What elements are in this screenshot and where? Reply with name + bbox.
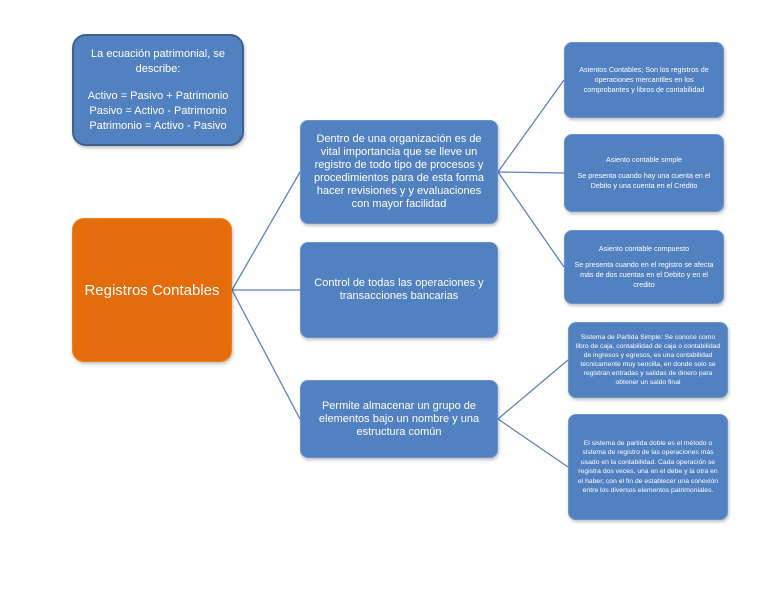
right-box-asiento-compuesto: Asiento contable compuesto Se presenta c… [564, 230, 724, 304]
right-box-asientos-contables: Asientos Contables; Son los registros de… [564, 42, 724, 118]
connector-mid1-to-right2 [497, 171, 565, 174]
right-box-2-title: Asiento contable simple [606, 155, 682, 164]
right-box-partida-simple: Sistema de Partida Simple: Se conoce com… [568, 322, 728, 398]
connector-mid3-to-right5 [497, 418, 569, 468]
right-box-asiento-simple: Asiento contable simple Se presenta cuan… [564, 134, 724, 212]
middle-box-3-text: Permite almacenar un grupo de elementos … [318, 399, 480, 438]
middle-box-3: Permite almacenar un grupo de elementos … [300, 380, 498, 458]
right-box-3-title: Asiento contable compuesto [598, 244, 690, 253]
right-box-partida-doble: El sistema de partida doble es el método… [568, 414, 728, 520]
right-box-2-text: Se presenta cuando hay una cuenta en el … [577, 171, 711, 190]
middle-box-2-text: Control de todas las operaciones y trans… [314, 277, 484, 302]
connector-mid1-to-right1 [497, 79, 565, 173]
right-box-1-text: Asientos Contables; Son los registros de… [579, 65, 709, 94]
equation-formula-3: Patrimonio = Activo - Pasivo [89, 119, 227, 132]
equation-box: La ecuación patrimonial, se describe: Ac… [72, 34, 244, 146]
connector-mid3-to-right4 [497, 359, 569, 420]
equation-formula-2: Pasivo = Activo - Patrimonio [89, 104, 227, 117]
middle-box-1-text: Dentro de una organización es de vital i… [314, 133, 484, 210]
right-box-3-text: Se presenta cuando en el registro se afe… [574, 260, 714, 289]
equation-formula-1: Activo = Pasivo + Patrimonio [87, 89, 229, 102]
right-box-5-text: El sistema de partida doble es el método… [577, 439, 719, 495]
main-topic-box: Registros Contables [72, 218, 232, 362]
right-box-4-text: Sistema de Partida Simple: Se conoce com… [575, 334, 721, 386]
middle-box-1: Dentro de una organización es de vital i… [300, 120, 498, 224]
connector-main-to-mid1 [231, 171, 301, 291]
connector-mid1-to-right3 [497, 171, 565, 268]
main-topic-label: Registros Contables [84, 281, 220, 299]
middle-box-2: Control de todas las operaciones y trans… [300, 242, 498, 338]
connector-main-to-mid3 [231, 289, 301, 420]
equation-intro-line2: describe: [135, 62, 181, 75]
equation-intro-line1: La ecuación patrimonial, se [91, 47, 225, 60]
